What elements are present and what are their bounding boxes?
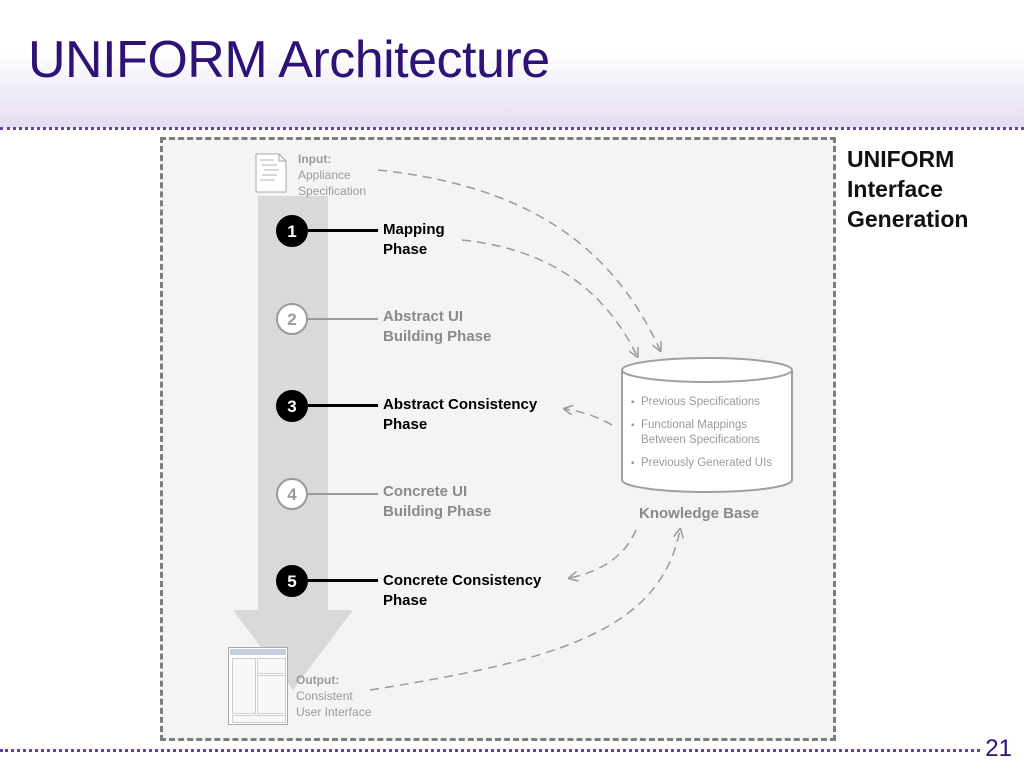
kb-to-concrete-consistency-arrow <box>570 529 637 578</box>
phase-4-number: 4 <box>276 478 308 510</box>
input-text: Appliance Specification <box>298 168 367 198</box>
output-label: Output: <box>296 673 340 687</box>
phase-2-number: 2 <box>276 303 308 335</box>
phase-1-connector <box>308 229 378 232</box>
mapping-to-kb-arrow <box>461 239 637 356</box>
phase-1-number: 1 <box>276 215 308 247</box>
input-label: Input: <box>298 152 332 166</box>
phase-2-connector <box>308 318 378 320</box>
phase-3-number: 3 <box>276 390 308 422</box>
phase-2-label: Abstract UI Building Phase <box>383 308 492 345</box>
screen-top-pane <box>257 658 286 674</box>
screen-main-pane <box>257 675 286 714</box>
knowledge-base-list: Previous Specifications Functional Mappi… <box>631 395 791 479</box>
output-text: Consistent User Interface <box>296 689 372 719</box>
input-caption: Input: Appliance Specification <box>298 151 366 199</box>
specification-document-icon <box>255 153 287 193</box>
kb-item: Previous Specifications <box>631 395 791 410</box>
slide-header <box>0 0 1024 128</box>
phase-1-label: Mapping Phase <box>383 221 445 258</box>
phase-4-connector <box>308 493 378 495</box>
flow-arrow-head <box>233 610 353 690</box>
kb-item: Previously Generated UIs <box>631 456 791 471</box>
kb-item-text: Previously Generated UIs <box>641 457 773 469</box>
kb-item-text: Functional Mappings Between Specificatio… <box>641 419 760 446</box>
footer-divider <box>0 749 980 752</box>
screen-titlebar <box>230 649 286 655</box>
screen-left-pane <box>232 658 256 714</box>
page-number: 21 <box>985 735 1012 762</box>
phase-5-number: 5 <box>276 565 308 597</box>
slide-title: UNIFORM Architecture <box>28 31 550 89</box>
kb-to-abstract-consistency-arrow <box>565 409 613 426</box>
phase-5-label: Concrete Consistency Phase <box>383 572 542 609</box>
output-to-kb-arrow <box>369 530 680 691</box>
screen-status-pane <box>232 715 286 723</box>
phase-4-label: Concrete UI Building Phase <box>383 483 492 520</box>
input-to-kb-arrow <box>377 169 660 350</box>
output-caption: Output: Consistent User Interface <box>296 672 371 720</box>
side-title: UNIFORM Interface Generation <box>847 146 969 232</box>
knowledge-base-title: Knowledge Base <box>639 505 760 522</box>
kb-item-text: Previous Specifications <box>641 396 760 408</box>
user-interface-screenshot-icon <box>228 647 288 725</box>
phase-3-label: Abstract Consistency Phase <box>383 396 538 433</box>
kb-item: Functional Mappings Between Specificatio… <box>631 418 791 448</box>
header-divider <box>0 127 1024 130</box>
phase-3-connector <box>308 404 378 407</box>
phase-5-connector <box>308 579 378 582</box>
